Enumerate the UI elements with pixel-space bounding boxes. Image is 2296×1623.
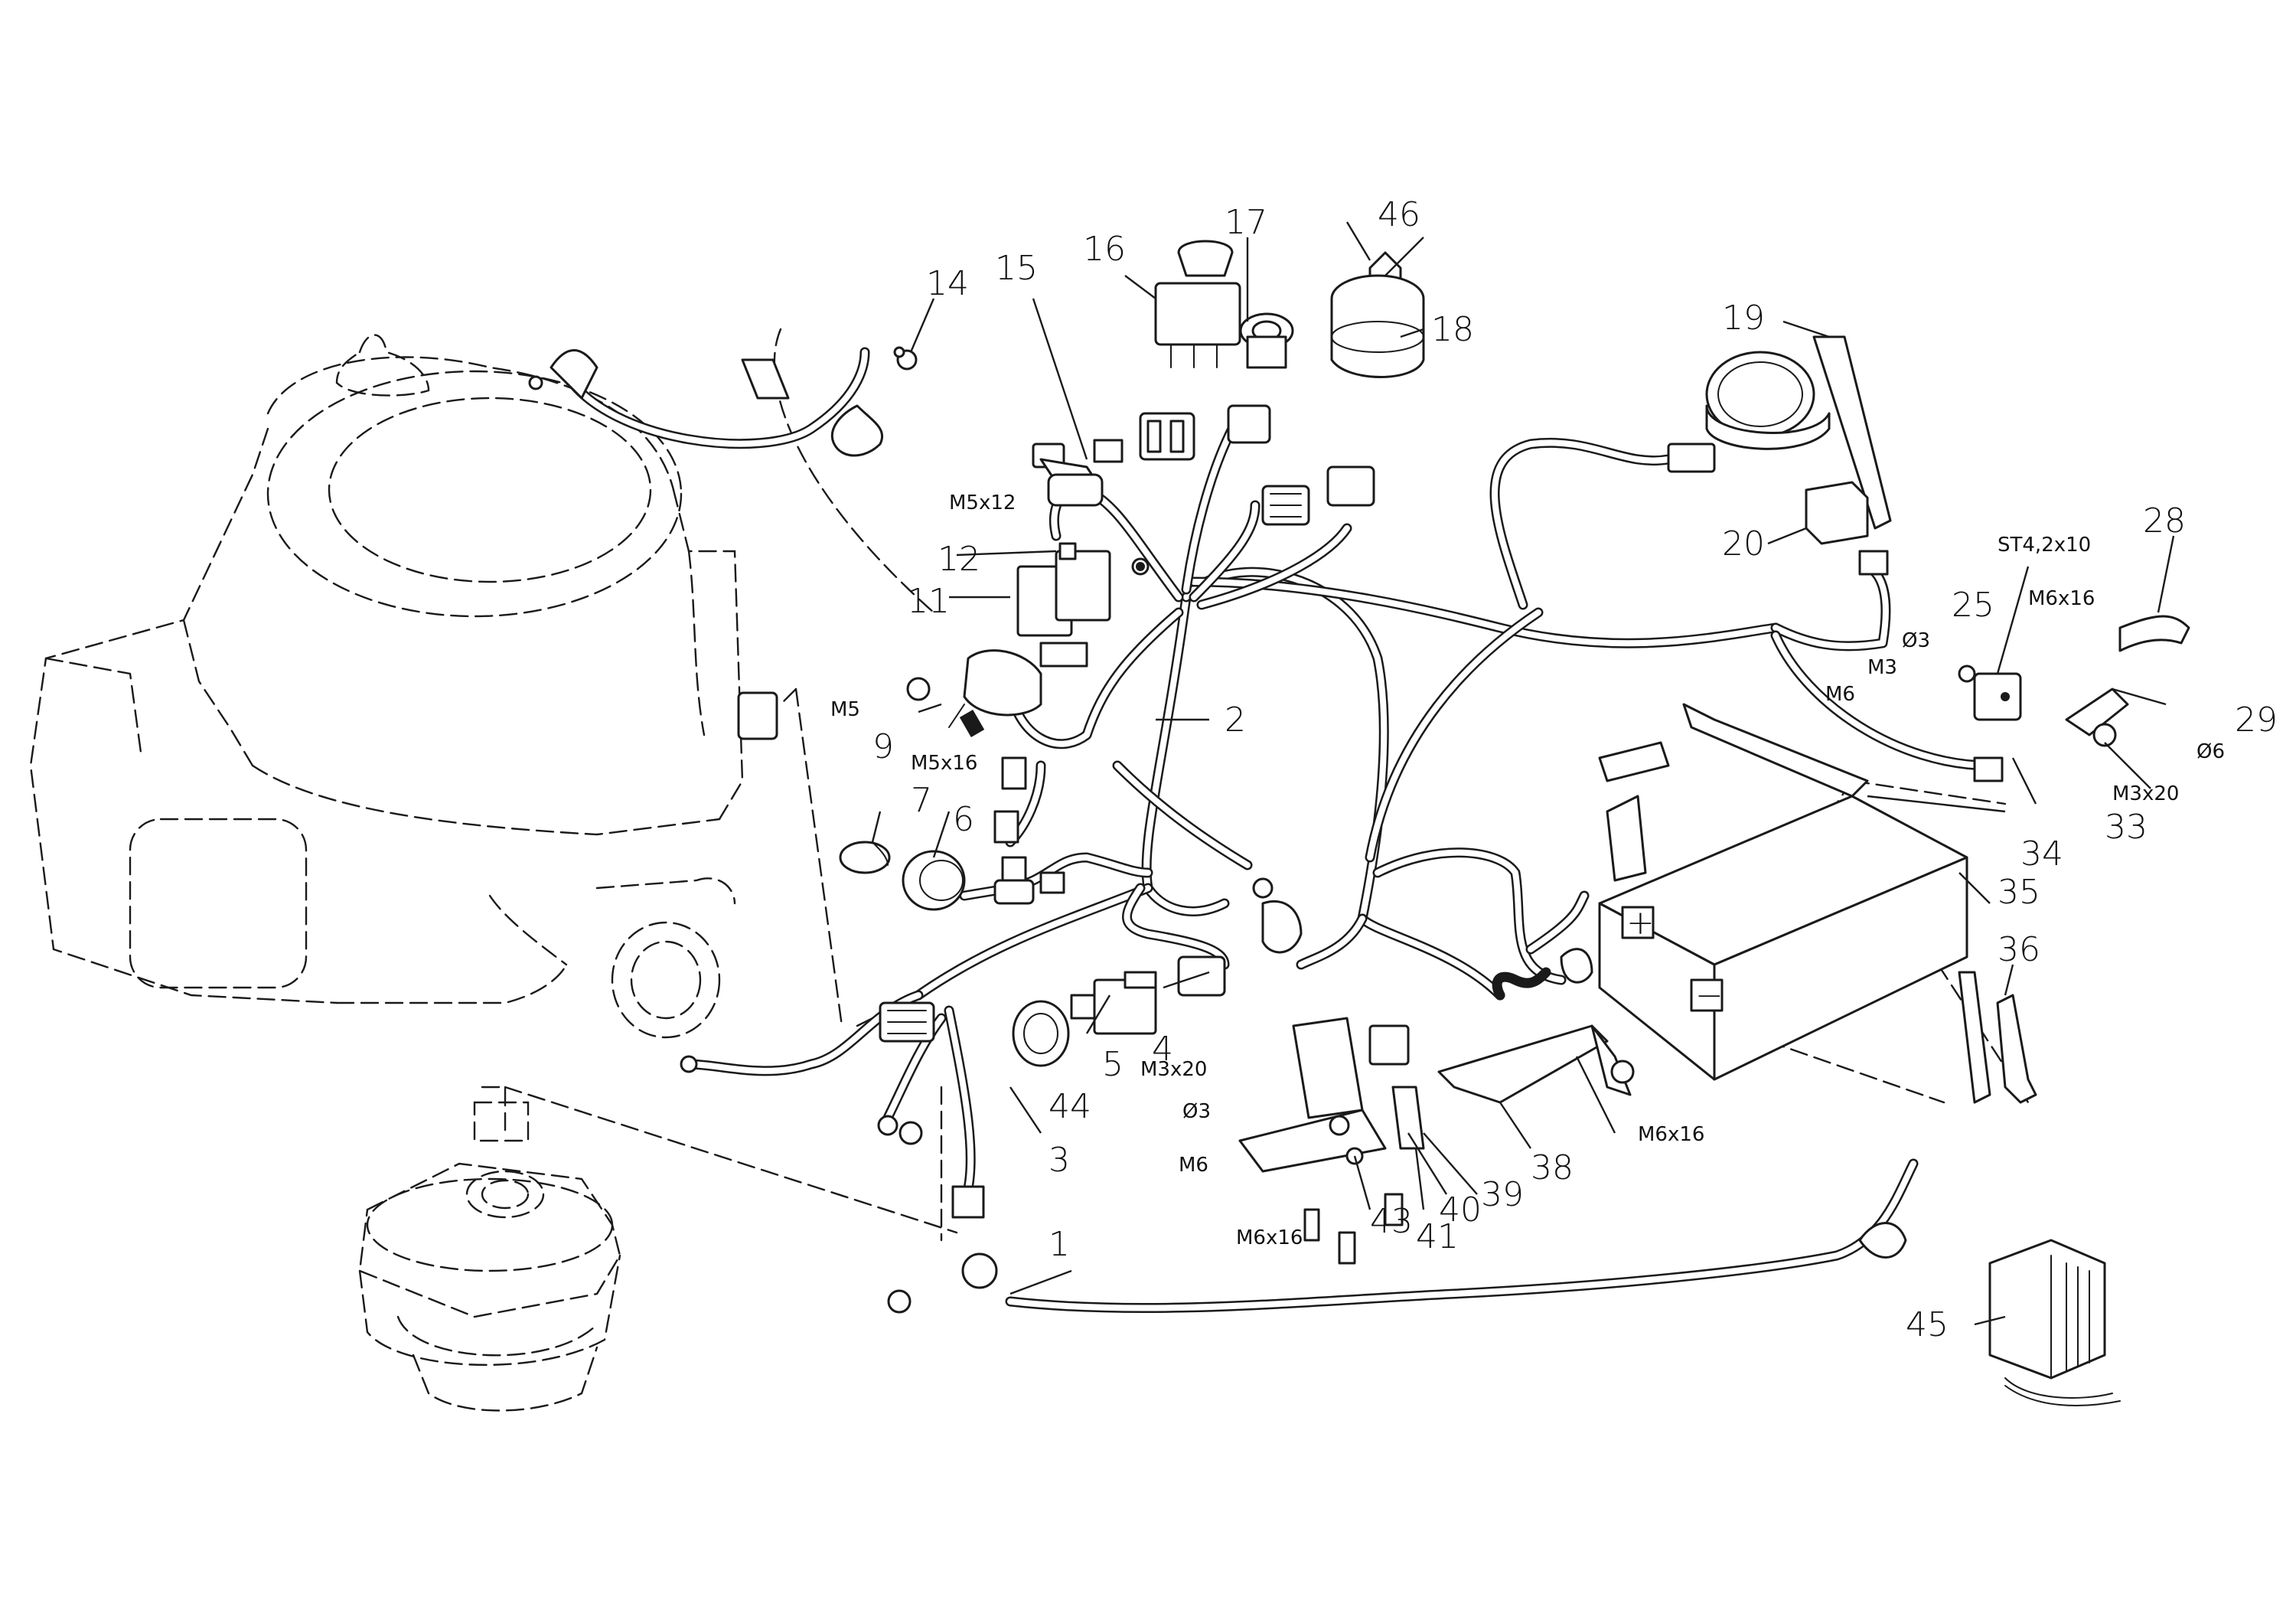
label-11: 11 [907,582,950,621]
label-41: 41 [1416,1217,1459,1256]
component-17-lamp [1227,312,1294,444]
hw-m6-right: M6 [1825,683,1855,706]
label-9: 9 [872,727,894,766]
label-34: 34 [2020,834,2063,874]
label-20: 20 [1722,524,1765,563]
battery-polarity: + − [1626,903,1724,1015]
label-29: 29 [2235,700,2278,740]
label-25: 25 [1952,586,1994,625]
label-16: 16 [1083,230,1126,269]
label-19: 19 [1722,299,1765,338]
component-35-battery [1598,795,1968,1081]
label-2: 2 [1225,700,1246,740]
component-9-coil [906,649,1042,890]
label-44: 44 [1049,1087,1091,1126]
ground-terminals [887,948,1907,1314]
component-38-bracket [1437,1024,1635,1104]
component-11-12-solenoid [1016,542,1150,668]
component-34-strap [1598,703,1991,1104]
label-15: 15 [995,249,1038,288]
label-18: 18 [1431,310,1474,349]
hw-m5x12: M5x12 [949,491,1016,514]
label-45: 45 [1906,1305,1949,1344]
hw-m5: M5 [830,698,860,721]
component-3-connector [680,358,985,1219]
hw-m6x16-mid: M6x16 [1236,1226,1303,1249]
label-5: 5 [1102,1045,1124,1084]
component-44-button [1012,1000,1070,1067]
hw-m6-mid: M6 [1179,1154,1208,1177]
component-6-7-sensor [839,841,1065,911]
engine-outline [29,334,744,1039]
label-43: 43 [1370,1202,1413,1241]
component-45-charger [1988,1239,2121,1406]
component-14-spark-wire [528,346,918,457]
leader-lines [871,221,2175,1326]
hw-m6x16-battery: M6x16 [1638,1123,1704,1146]
label-1: 1 [1049,1225,1070,1264]
label-17: 17 [1225,203,1267,242]
component-4-fuse-holder [1252,877,1303,954]
main-harness [913,423,1781,1001]
component-15-fuse [1032,439,1124,507]
label-33: 33 [2105,808,2148,847]
label-40: 40 [1439,1190,1482,1229]
label-14: 14 [926,264,969,303]
hw-m3-right: M3 [1867,656,1897,679]
hw-dia3-mid: Ø3 [1182,1100,1211,1123]
hw-dia6: Ø6 [2197,740,2225,763]
hw-m5x16: M5x16 [911,752,977,775]
component-5-switch [1070,955,1226,1035]
dashed-leaders [504,328,2030,1242]
label-36: 36 [1998,930,2040,969]
component-18-ignition [1261,251,1425,526]
label-7: 7 [911,781,932,820]
label-46: 46 [1378,195,1420,234]
label-38: 38 [1531,1148,1574,1187]
component-36-bracket [1996,994,2037,1104]
part-number-labels: 1 2 3 4 5 6 7 9 11 12 14 15 16 17 18 19 … [872,195,2278,1344]
pto-clutch [358,1086,621,1412]
hw-st42x10: ST4,2x10 [1998,534,2091,557]
component-19-buzzer [1667,335,1892,530]
label-12: 12 [938,540,980,579]
component-16-switch [1139,240,1241,461]
hardware-labels: M5x12 M5 M5x16 ST4,2x10 M6x16 Ø3 M3 M6 Ø… [830,491,2225,1249]
hw-m3x20-right: M3x20 [2112,782,2179,805]
component-28-29-33-bracket [1958,615,2190,782]
component-39-40-41-43-bracket [1238,1017,1425,1265]
label-28: 28 [2143,501,2186,540]
battery-minus-mark: − [1695,976,1724,1015]
label-3: 3 [1049,1141,1070,1180]
hw-m6x16-right: M6x16 [2028,587,2095,610]
hw-dia3-right: Ø3 [1902,629,1930,652]
label-6: 6 [953,800,974,839]
label-35: 35 [1998,873,2040,912]
label-4: 4 [1152,1030,1173,1069]
label-39: 39 [1481,1175,1524,1214]
hw-m3x20-mid: M3x20 [1140,1058,1207,1081]
battery-plus-mark: + [1626,903,1655,942]
